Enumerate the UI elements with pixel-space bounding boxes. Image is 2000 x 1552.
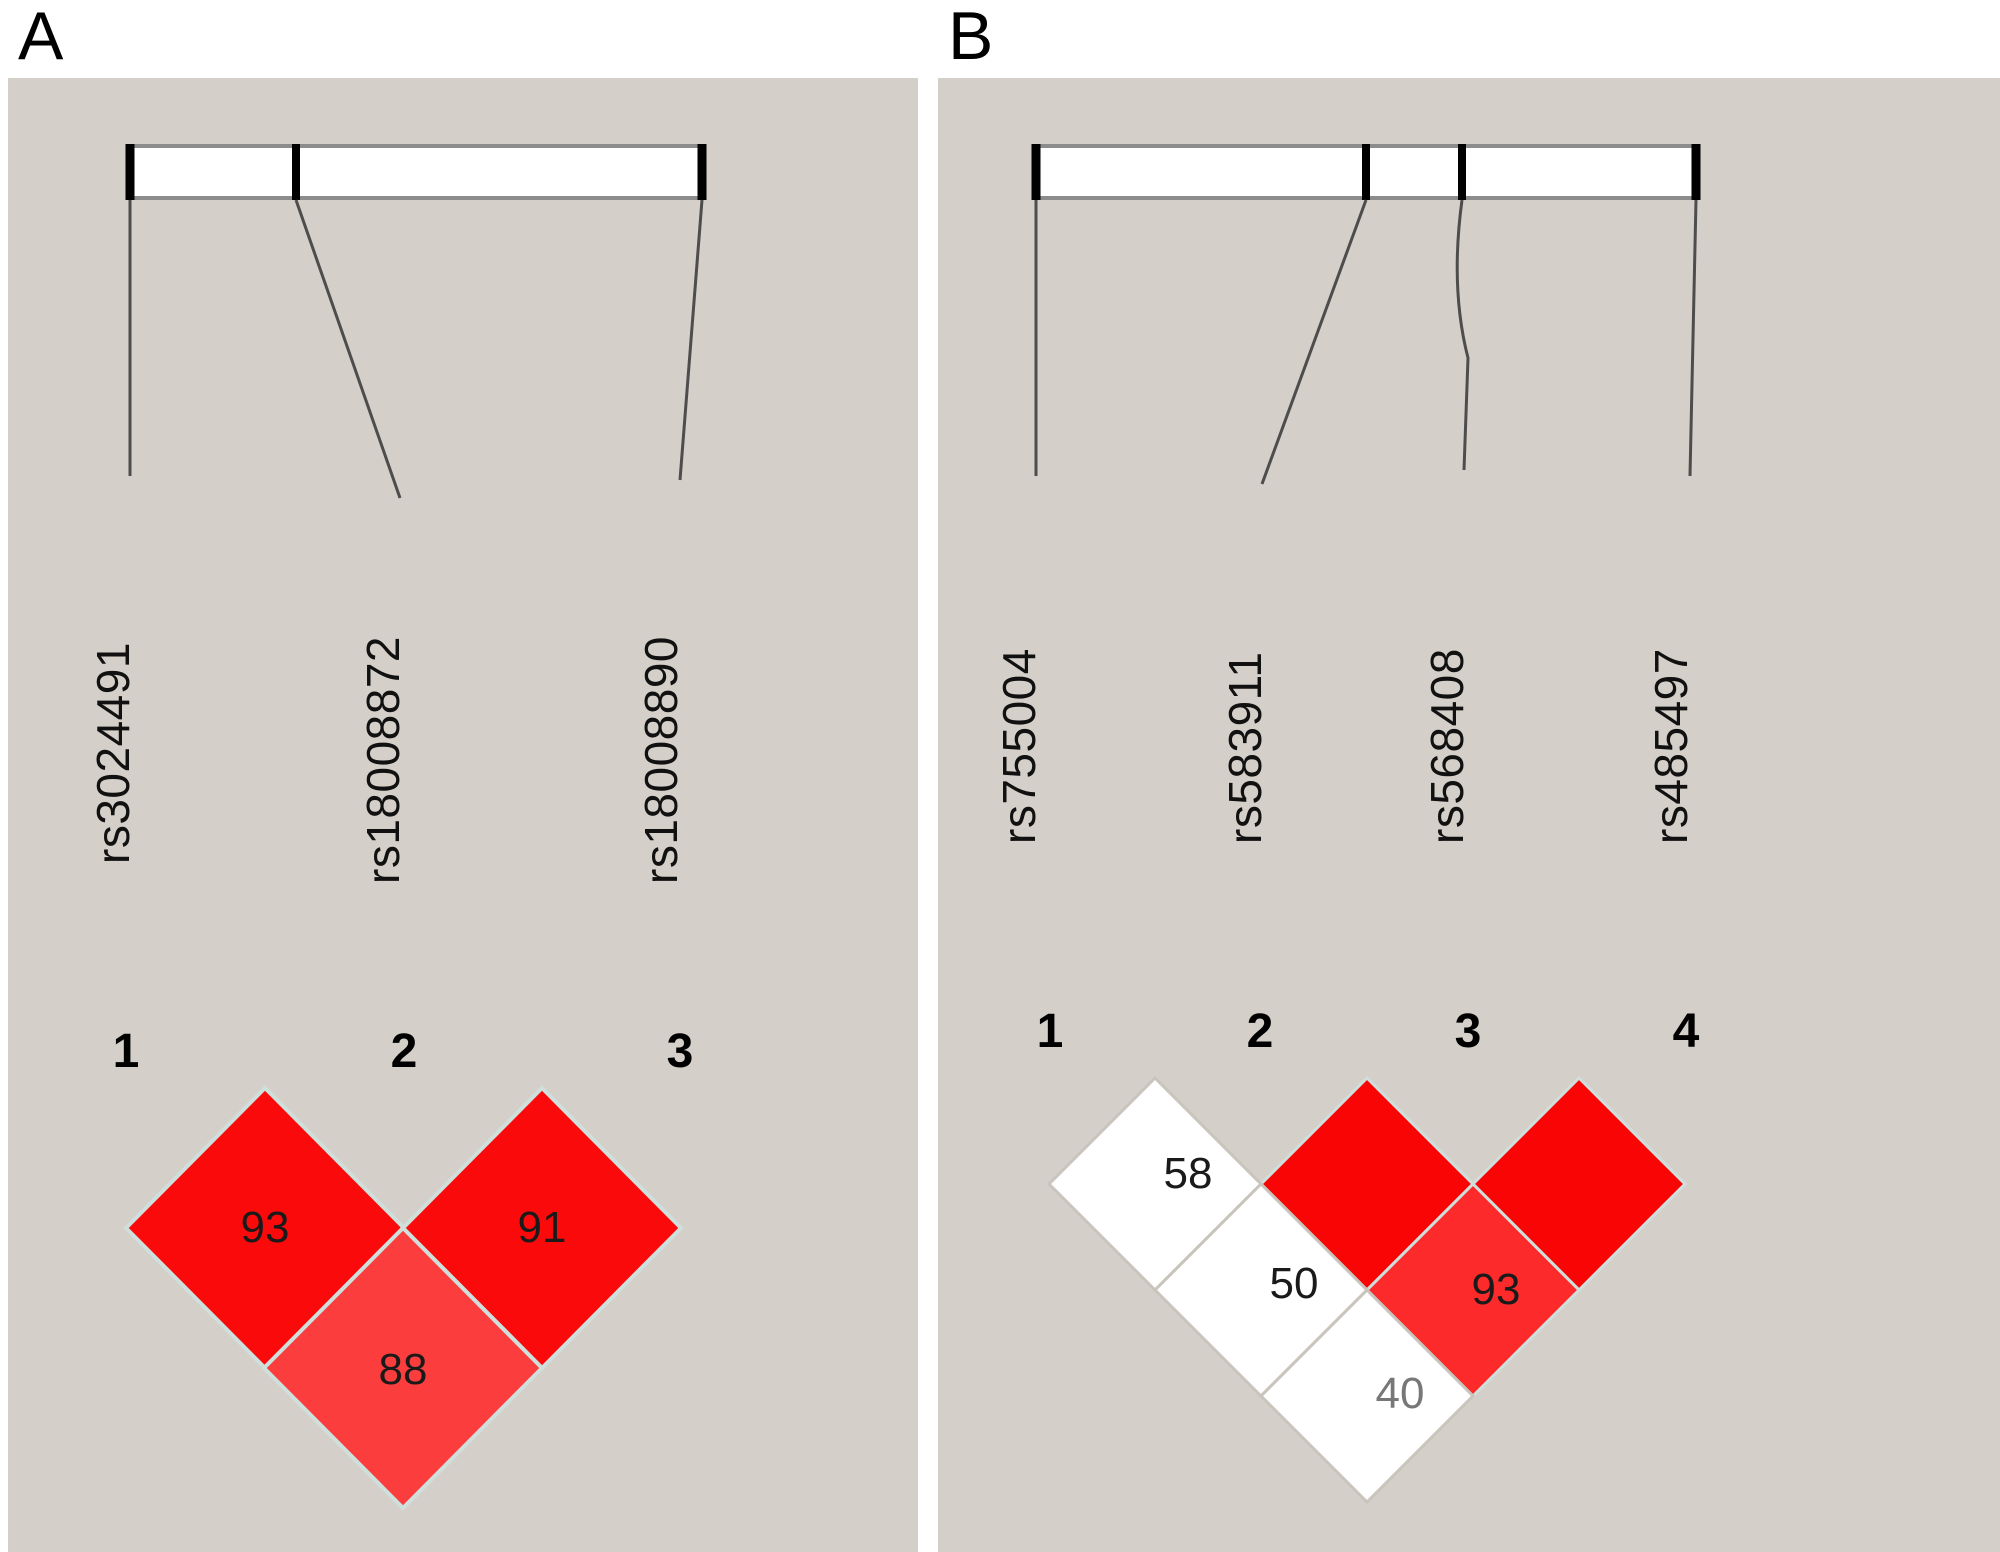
panel-b: rs755004 rs583911 rs568408 rs485497 1 2 … bbox=[938, 78, 2000, 1552]
snp-index-b-3: 3 bbox=[1454, 1005, 1482, 1058]
snp-index-a-3: 3 bbox=[666, 1025, 694, 1078]
panel-letter-b: B bbox=[948, 0, 994, 74]
panel-letter-a: A bbox=[18, 0, 64, 74]
ld-cell-a-1-3[interactable] bbox=[261, 1225, 545, 1511]
snp-index-a-1: 1 bbox=[112, 1025, 140, 1078]
gene-bar-a bbox=[125, 144, 707, 200]
panel-a-graphics bbox=[125, 144, 707, 499]
panel-a: rs3024491 rs18008872 rs18008890 1 2 3 93… bbox=[8, 78, 918, 1552]
snp-connector-2 bbox=[1260, 199, 1368, 485]
snp-connector-3 bbox=[1455, 199, 1470, 471]
ld-triangle-b bbox=[1046, 1075, 1688, 1505]
snp-connector-4 bbox=[1688, 199, 1698, 477]
panel-b-graphics bbox=[1031, 144, 1701, 485]
snp-index-b-1: 1 bbox=[1036, 1005, 1064, 1058]
ld-cell-b-1-4[interactable] bbox=[1258, 1287, 1476, 1505]
snp-connectors-a bbox=[128, 199, 704, 499]
gene-bar-b bbox=[1031, 144, 1701, 200]
ld-triangle-a bbox=[123, 1085, 684, 1511]
snp-connector-3 bbox=[678, 199, 704, 481]
snp-connector-2 bbox=[294, 199, 402, 499]
snp-index-b-2: 2 bbox=[1246, 1005, 1274, 1058]
snp-index-b-4: 4 bbox=[1672, 1005, 1700, 1058]
snp-connectors-b bbox=[1034, 199, 1698, 485]
snp-index-a-2: 2 bbox=[390, 1025, 418, 1078]
